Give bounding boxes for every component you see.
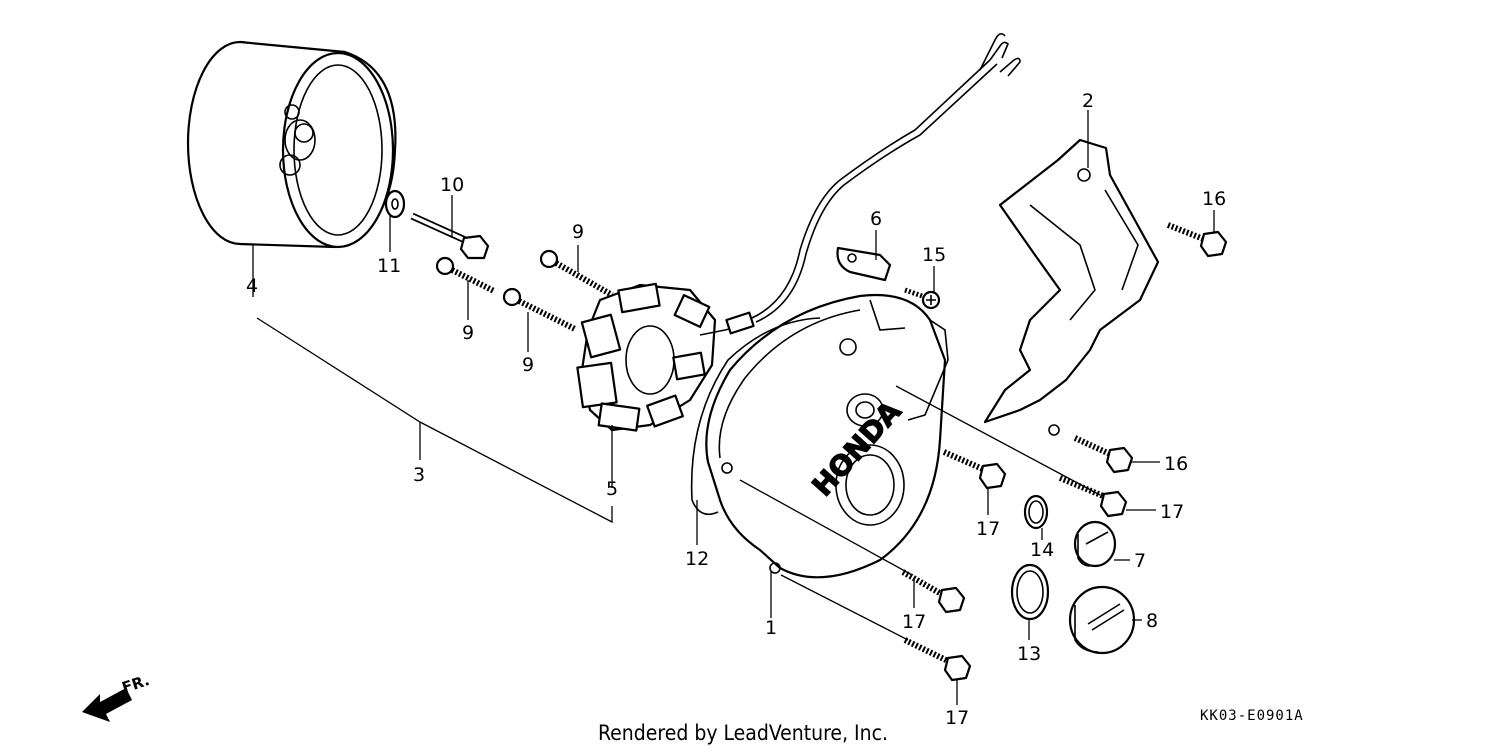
callout-13: 13 xyxy=(1017,643,1041,665)
left-crankcase-cover: HONDA xyxy=(705,293,949,579)
screw-9-upper xyxy=(539,249,614,298)
leader-lines xyxy=(252,110,1215,705)
callout-8: 8 xyxy=(1146,610,1158,632)
callout-1: 1 xyxy=(765,617,777,639)
callout-16-lower: 16 xyxy=(1164,453,1188,475)
callout-9-middle: 9 xyxy=(522,354,534,376)
cover-gasket-12 xyxy=(690,317,821,516)
flywheel-rotor xyxy=(186,40,397,249)
callout-16-upper: 16 xyxy=(1202,188,1226,210)
callout-6: 6 xyxy=(870,208,882,230)
arrow-left-icon xyxy=(82,688,132,722)
crankshaft-cap-8 xyxy=(1068,585,1136,655)
screw-9-left xyxy=(435,256,496,294)
bolt-17-lower xyxy=(901,569,966,614)
bolt-17-bottom xyxy=(903,637,972,682)
wire-harness xyxy=(751,32,1021,323)
front-direction-marker: FR. xyxy=(82,671,152,722)
callout-2: 2 xyxy=(1082,90,1094,112)
callout-5: 5 xyxy=(606,478,618,500)
sprocket-cover xyxy=(983,138,1160,436)
screw-9-middle xyxy=(502,287,577,332)
callout-9-left: 9 xyxy=(462,322,474,344)
diagram-code: KK03-E0901A xyxy=(1200,708,1304,724)
callout-10: 10 xyxy=(440,174,464,196)
screw-15 xyxy=(904,287,941,310)
washer-11 xyxy=(384,189,406,219)
callout-14: 14 xyxy=(1030,539,1054,561)
footer-credit: Rendered by LeadVenture, Inc. xyxy=(598,721,888,745)
callout-17-right: 17 xyxy=(1160,501,1184,523)
callout-7: 7 xyxy=(1134,550,1146,572)
callout-17-bottom: 17 xyxy=(945,707,969,729)
bolt-10 xyxy=(410,212,490,260)
callout-17-center: 17 xyxy=(976,518,1000,540)
bolt-16-upper xyxy=(1166,222,1228,258)
stator-assembly xyxy=(576,282,755,432)
callout-9-upper: 9 xyxy=(572,221,584,243)
bolt-17-right xyxy=(1058,475,1128,518)
direction-label: FR. xyxy=(120,671,152,697)
callout-17-lower: 17 xyxy=(902,611,926,633)
wire-clamp-6 xyxy=(836,246,892,282)
bolt-17-center xyxy=(942,449,1007,490)
o-ring-13 xyxy=(1010,563,1050,621)
callout-12: 12 xyxy=(685,548,709,570)
timing-cap-7 xyxy=(1073,520,1117,568)
callout-15: 15 xyxy=(922,244,946,266)
callout-labels: 1 2 3 4 5 6 7 8 9 9 9 10 11 12 13 14 15 … xyxy=(246,90,1226,729)
callout-3: 3 xyxy=(413,464,425,486)
callout-11: 11 xyxy=(377,255,401,277)
bolt-16-lower xyxy=(1073,435,1134,474)
callout-4: 4 xyxy=(246,275,258,297)
